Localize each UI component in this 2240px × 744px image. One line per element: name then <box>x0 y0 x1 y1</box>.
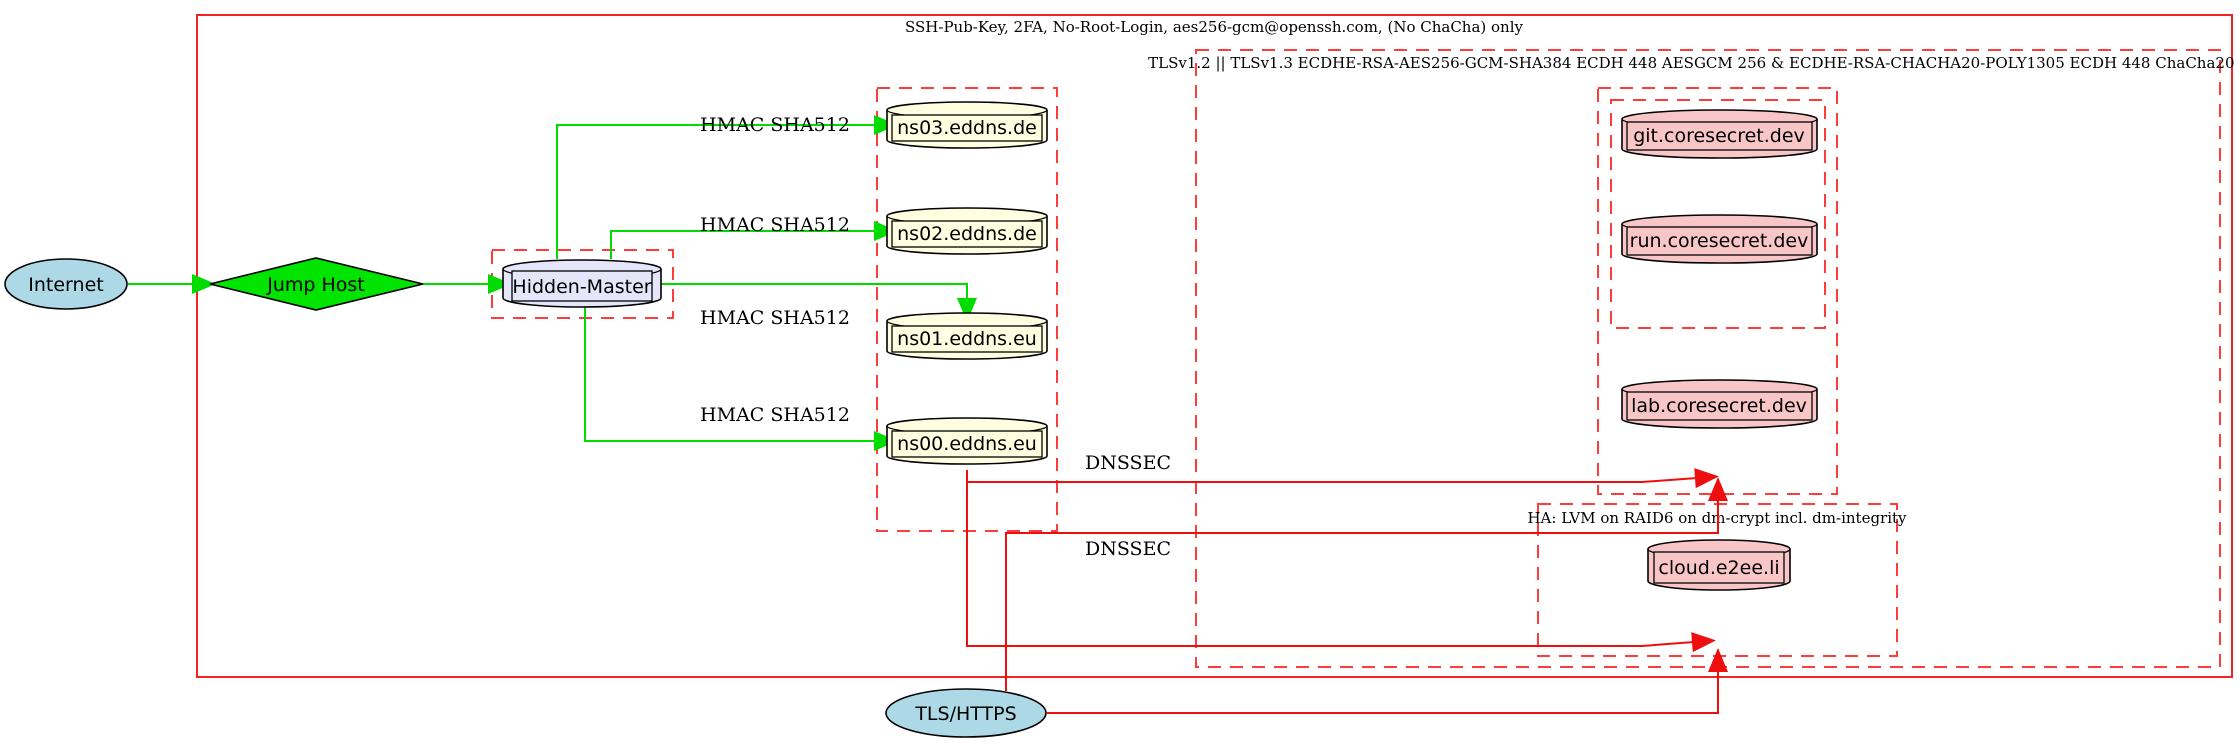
ns02-label: ns02.eddns.de <box>897 223 1037 245</box>
cloud-label: cloud.e2ee.li <box>1658 557 1779 579</box>
edge-tlshttps-to-coresecret <box>1005 477 1728 691</box>
edge-label-hmac-ns03: HMAC SHA512 <box>700 114 850 136</box>
edge-hiddenmaster-to-ns01 <box>661 283 977 322</box>
ns00-label: ns00.eddns.eu <box>897 433 1037 455</box>
hidden-master-labelbox <box>511 270 653 302</box>
run-node: run.coresecret.dev <box>1621 214 1818 264</box>
edge-label-hmac-ns01: HMAC SHA512 <box>700 307 850 329</box>
ns01-labelbox <box>891 325 1043 353</box>
run-labelbox <box>1626 226 1813 256</box>
internet-label: Internet <box>28 274 103 296</box>
lab-label: lab.coresecret.dev <box>1631 395 1807 417</box>
tls-https-ellipse <box>885 688 1047 738</box>
ns02-labelbox <box>891 220 1043 248</box>
cluster-gitrun-box <box>1610 99 1826 329</box>
edge-label-dnssec-1: DNSSEC <box>1085 452 1171 474</box>
edge-hiddenmaster-to-ns00 <box>584 307 898 451</box>
tls-https-node: TLS/HTTPS <box>885 688 1047 738</box>
ns02-node: ns02.eddns.de <box>886 207 1048 255</box>
git-node: git.coresecret.dev <box>1621 109 1818 159</box>
edge-label-dnssec-2: DNSSEC <box>1085 538 1171 560</box>
edge-label-hmac-ns02: HMAC SHA512 <box>700 214 850 236</box>
edge-label-hmac-ns00: HMAC SHA512 <box>700 404 850 426</box>
cluster-ssh-label: SSH-Pub-Key, 2FA, No-Root-Login, aes256-… <box>905 18 1524 36</box>
cluster-tls-label: TLSv1.2 || TLSv1.3 ECDHE-RSA-AES256-GCM-… <box>1148 54 2240 72</box>
ns03-labelbox <box>891 114 1043 142</box>
run-label: run.coresecret.dev <box>1630 230 1809 252</box>
lab-node: lab.coresecret.dev <box>1621 379 1818 429</box>
git-label: git.coresecret.dev <box>1633 125 1805 147</box>
cluster-coresecret-box <box>1597 87 1838 495</box>
edge-tlshttps-to-ha <box>1047 648 1728 714</box>
ns03-node: ns03.eddns.de <box>886 101 1048 149</box>
jump-host-diamond <box>209 257 424 311</box>
internet-node: Internet <box>4 258 128 310</box>
lab-labelbox <box>1626 391 1813 421</box>
ns00-node: ns00.eddns.eu <box>886 417 1048 465</box>
edge-dnssec-ns-to-coresecret <box>966 468 1719 489</box>
hidden-master-label: Hidden-Master <box>512 276 651 298</box>
tls-https-label: TLS/HTTPS <box>914 703 1016 725</box>
edge-hiddenmaster-to-ns02 <box>610 221 898 259</box>
ns01-node: ns01.eddns.eu <box>886 312 1048 360</box>
edge-hiddenmaster-to-ns03 <box>556 115 898 259</box>
ns03-label: ns03.eddns.de <box>897 117 1037 139</box>
internet-ellipse <box>4 258 128 310</box>
jump-host-node: Jump Host <box>209 257 424 311</box>
cluster-ssh-box <box>196 14 2233 678</box>
cloud-node: cloud.e2ee.li <box>1647 539 1791 591</box>
cloud-labelbox <box>1653 551 1785 584</box>
git-labelbox <box>1626 121 1813 151</box>
jump-host-label: Jump Host <box>266 274 365 296</box>
hidden-master-node: Hidden-Master <box>502 259 662 308</box>
ns01-label: ns01.eddns.eu <box>897 328 1037 350</box>
cluster-tls-box <box>1195 49 2221 668</box>
ns00-labelbox <box>891 430 1043 458</box>
edge-dnssec-ns-to-ha <box>966 482 1716 653</box>
